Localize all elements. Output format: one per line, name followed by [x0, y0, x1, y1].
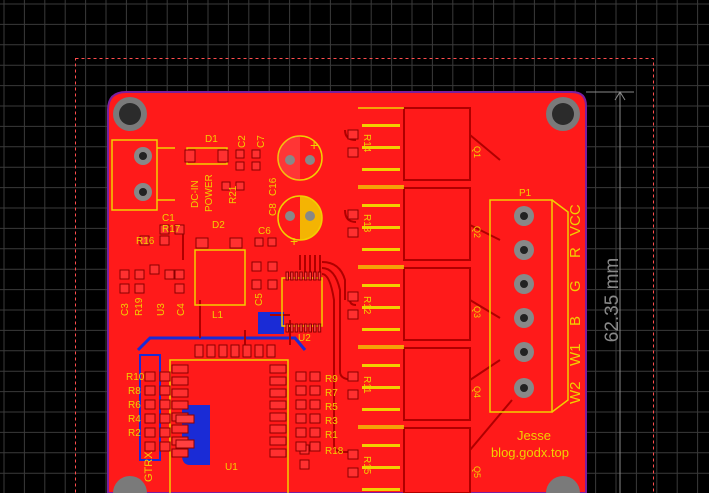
label-c7: C7 [256, 135, 267, 148]
label-r5: R5 [325, 402, 338, 413]
label-d1: D1 [205, 134, 218, 145]
label-r12: R12 [361, 296, 372, 315]
label-plus1: + [310, 137, 318, 153]
label-q5: Q5 [472, 466, 482, 478]
label-plus2: + [290, 233, 298, 249]
label-c8: C8 [268, 203, 279, 216]
connector-label-vcc: VCC [567, 204, 584, 236]
connector-label-w2: W2 [567, 382, 584, 405]
label-r10: R10 [126, 372, 145, 383]
label-l1: L1 [212, 310, 224, 321]
mosfet-pads [403, 107, 471, 493]
label-c2: C2 [237, 135, 248, 148]
copper-traces [182, 129, 513, 453]
mounting-holes [113, 97, 580, 493]
label-r13: R13 [361, 214, 372, 233]
label-r9: R9 [325, 374, 338, 385]
label-r16: R16 [136, 236, 155, 247]
dimension-label: 62.35 mm [602, 258, 623, 342]
connector-label-b: B [567, 316, 584, 326]
label-r3: R3 [325, 416, 338, 427]
label-c6: C6 [258, 226, 271, 237]
connector-label-g: G [567, 280, 584, 292]
mounting-hole-bottom-right [546, 476, 580, 493]
dimension-indicator: 62.35 mm [586, 91, 634, 493]
label-r11: R11 [361, 376, 372, 394]
label-r19: R19 [134, 297, 145, 316]
label-q1: Q1 [472, 146, 482, 158]
silkscreen-text: D1 C2 C7 DC-IN POWER R21 C16 C8 C1 R17 R… [120, 134, 584, 482]
label-r4: R4 [128, 414, 141, 425]
label-d2: D2 [212, 220, 225, 231]
label-r18: R18 [325, 446, 344, 457]
label-u2: U2 [298, 333, 311, 344]
electrolytic-capacitors [278, 136, 322, 240]
u2-pins [285, 271, 322, 333]
keepout-outline [75, 58, 654, 493]
board-copper-pour[interactable] [107, 91, 587, 493]
mosfet-leads [362, 124, 400, 491]
label-gtrx: GTRX [143, 451, 155, 482]
label-r6: R6 [128, 400, 141, 411]
mounting-hole-bottom-left [113, 476, 147, 493]
label-c1: C1 [162, 213, 175, 224]
label-r21: R21 [228, 185, 239, 204]
author-text: Jesse [517, 428, 551, 443]
label-r14: R14 [361, 134, 372, 153]
label-c16: C16 [268, 177, 279, 196]
u1-pads [144, 344, 321, 458]
label-r7: R7 [325, 388, 338, 399]
label-u1: U1 [225, 462, 238, 473]
connector-label-r: R [567, 247, 584, 258]
label-q3: Q3 [472, 306, 482, 318]
smd-pads [119, 129, 359, 478]
label-r15: R15 [361, 456, 372, 475]
connector-label-w1: W1 [567, 344, 584, 367]
label-c3: C3 [120, 303, 131, 316]
label-r2: R2 [128, 428, 141, 439]
label-q2: Q2 [472, 226, 482, 238]
website-text: blog.godx.top [491, 445, 569, 460]
label-c5: C5 [254, 293, 265, 306]
label-r17: R17 [162, 224, 181, 235]
label-q4: Q4 [472, 386, 482, 398]
label-r8: R8 [128, 386, 141, 397]
label-c4: C4 [176, 303, 187, 316]
label-p1: P1 [519, 188, 532, 199]
label-r1: R1 [325, 430, 338, 441]
label-u3: U3 [156, 303, 167, 316]
label-power: POWER [204, 174, 215, 212]
connector-pins [134, 147, 534, 398]
label-dcin: DC-IN [190, 180, 201, 208]
